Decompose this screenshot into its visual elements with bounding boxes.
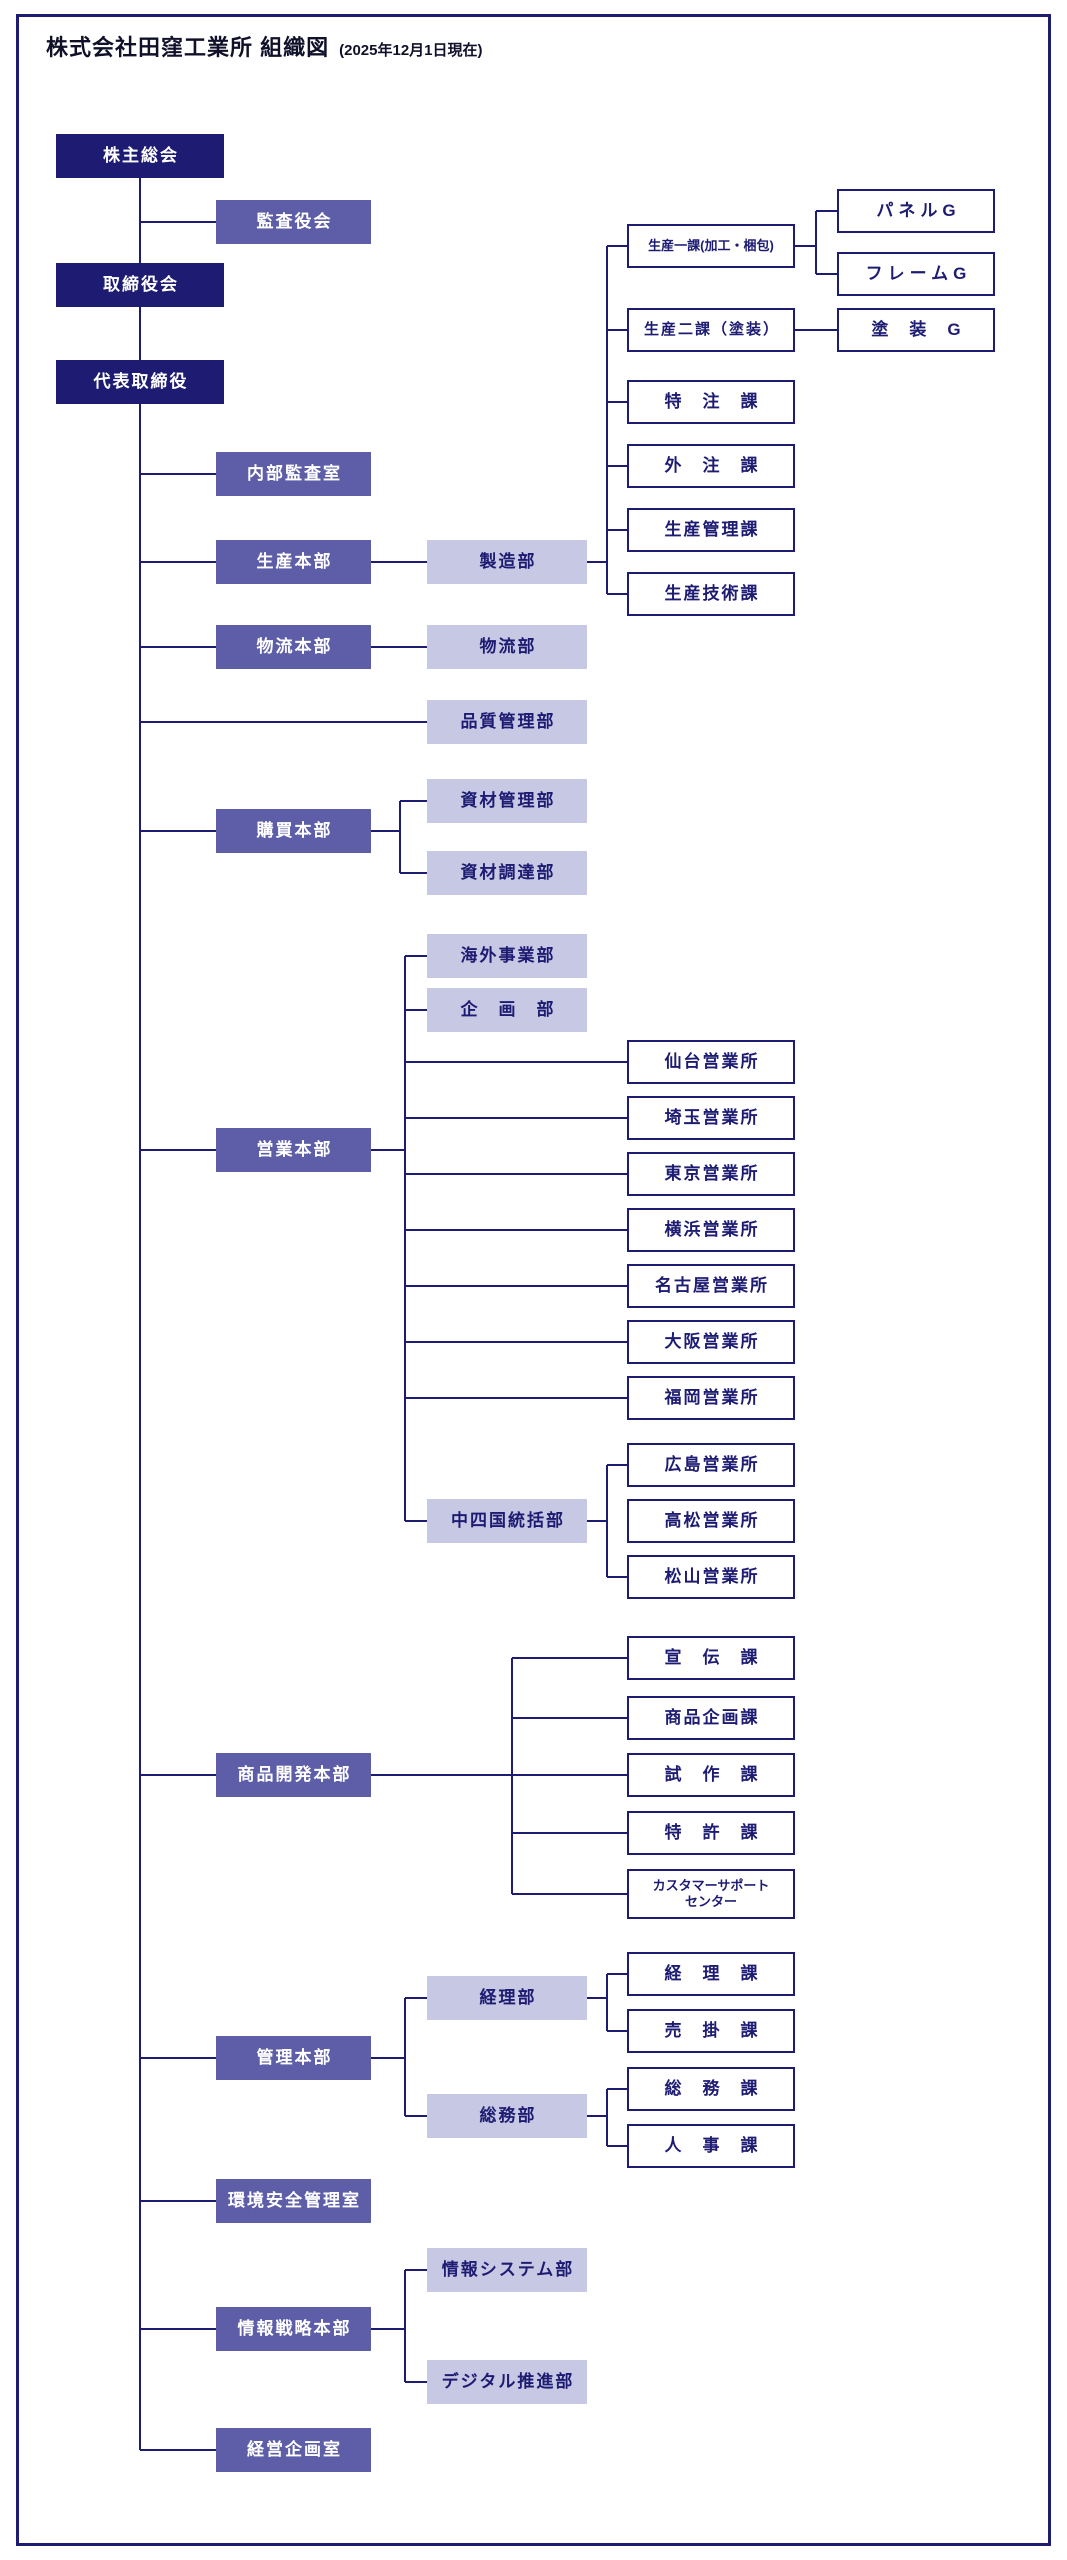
node-chushikoku-regional-dept: 中四国統括部 [427, 1499, 587, 1543]
connector-division-branches [140, 473, 427, 2451]
node-internal-audit-office: 内部監査室 [216, 452, 371, 496]
node-materials-procurement-dept: 資材調達部 [427, 851, 587, 895]
node-hr-section: 人 事 課 [627, 2124, 795, 2168]
node-custom-order-section: 特 注 課 [627, 380, 795, 424]
node-manufacturing-dept: 製造部 [427, 540, 587, 584]
node-corporate-planning-office: 経営企画室 [216, 2428, 371, 2472]
node-general-affairs-dept: 総務部 [427, 2094, 587, 2138]
chart-title: 株式会社田窪工業所 組織図 [46, 35, 330, 60]
node-purchasing-hq: 購買本部 [216, 809, 371, 853]
node-quality-control-dept: 品質管理部 [427, 700, 587, 744]
connector-admin-subtree [371, 1973, 627, 2147]
node-production-engineering-section: 生産技術課 [627, 572, 795, 616]
node-matsuyama-sales-office: 松山営業所 [627, 1555, 795, 1599]
node-product-dev-hq: 商品開発本部 [216, 1753, 371, 1797]
node-panel-group: パネルG [837, 189, 995, 233]
node-frame-group: フレームG [837, 252, 995, 296]
node-patent-section: 特 許 課 [627, 1811, 795, 1855]
connector-purchasing-subtree [371, 800, 427, 874]
node-receivables-section: 売 掛 課 [627, 2009, 795, 2053]
node-accounting-dept: 経理部 [427, 1976, 587, 2020]
node-accounting-section: 経 理 課 [627, 1952, 795, 1996]
node-tokyo-sales-office: 東京営業所 [627, 1152, 795, 1196]
node-it-systems-dept: 情報システム部 [427, 2248, 587, 2292]
node-shareholders-meeting: 株主総会 [56, 134, 224, 178]
node-product-planning-section: 商品企画課 [627, 1696, 795, 1740]
node-representative-director: 代表取締役 [56, 360, 224, 404]
node-materials-management-dept: 資材管理部 [427, 779, 587, 823]
node-board-of-directors: 取締役会 [56, 263, 224, 307]
node-admin-hq: 管理本部 [216, 2036, 371, 2080]
node-sendai-sales-office: 仙台営業所 [627, 1040, 795, 1084]
node-logistics-dept: 物流部 [427, 625, 587, 669]
node-osaka-sales-office: 大阪営業所 [627, 1320, 795, 1364]
node-production-section-2: 生産二課（塗装） [627, 308, 795, 352]
chart-date-note: (2025年12月1日現在) [339, 42, 483, 59]
node-general-affairs-section: 総 務 課 [627, 2067, 795, 2111]
connector-product-dev-subtree [371, 1657, 627, 1895]
node-customer-support-center: カスタマーサポート センター [627, 1869, 795, 1919]
node-sales-hq: 営業本部 [216, 1128, 371, 1172]
node-hiroshima-sales-office: 広島営業所 [627, 1443, 795, 1487]
node-advertising-section: 宣 伝 課 [627, 1636, 795, 1680]
node-yokohama-sales-office: 横浜営業所 [627, 1208, 795, 1252]
node-prototype-section: 試 作 課 [627, 1753, 795, 1797]
node-env-safety-office: 環境安全管理室 [216, 2179, 371, 2223]
node-digital-promotion-dept: デジタル推進部 [427, 2360, 587, 2404]
node-takamatsu-sales-office: 高松営業所 [627, 1499, 795, 1543]
outer-border [16, 14, 1051, 2546]
node-it-strategy-hq: 情報戦略本部 [216, 2307, 371, 2351]
node-nagoya-sales-office: 名古屋営業所 [627, 1264, 795, 1308]
node-overseas-business-dept: 海外事業部 [427, 934, 587, 978]
node-audit-board: 監査役会 [216, 200, 371, 244]
node-production-section-1: 生産一課(加工・梱包) [627, 224, 795, 268]
connector-it-subtree [371, 2269, 427, 2383]
node-fukuoka-sales-office: 福岡営業所 [627, 1376, 795, 1420]
chart-title-bar: 株式会社田窪工業所 組織図 (2025年12月1日現在) [46, 30, 483, 62]
node-production-hq: 生産本部 [216, 540, 371, 584]
connector-production-subtree [371, 210, 837, 595]
node-planning-dept: 企 画 部 [427, 988, 587, 1032]
node-outsourcing-section: 外 注 課 [627, 444, 795, 488]
node-production-control-section: 生産管理課 [627, 508, 795, 552]
node-painting-group: 塗 装 G [837, 308, 995, 352]
connector-sales-subtree [371, 955, 627, 1578]
node-logistics-hq: 物流本部 [216, 625, 371, 669]
node-saitama-sales-office: 埼玉営業所 [627, 1096, 795, 1140]
